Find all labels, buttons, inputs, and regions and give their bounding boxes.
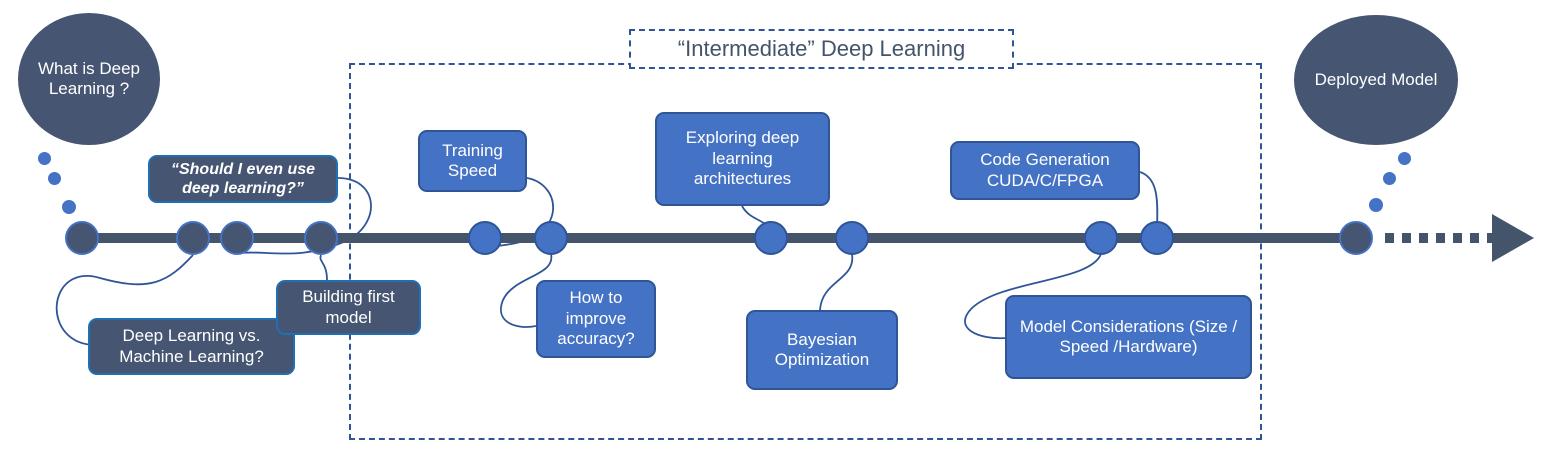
start-thought-bubble: What is Deep Learning ? <box>18 13 160 145</box>
region-title: “Intermediate” Deep Learning <box>629 29 1014 69</box>
thought-dot-end-2 <box>1383 172 1396 185</box>
callout-building-first-model[interactable]: Building first model <box>276 280 421 335</box>
region-title-label: “Intermediate” Deep Learning <box>677 36 966 61</box>
callout-training-speed[interactable]: Training Speed <box>418 130 527 192</box>
timeline-node-8[interactable] <box>835 221 869 255</box>
callout-code-generation[interactable]: Code Generation CUDA/C/FPGA <box>950 141 1140 200</box>
end-bubble-label: Deployed Model <box>1314 70 1438 90</box>
timeline-line <box>82 233 1358 243</box>
thought-dot-end-1 <box>1398 152 1411 165</box>
thought-dot-end-3 <box>1369 198 1383 212</box>
callout-bayesian-optimization[interactable]: Bayesian Optimization <box>746 310 898 390</box>
start-bubble-label: What is Deep Learning ? <box>37 59 141 98</box>
timeline-node-6[interactable] <box>534 221 568 255</box>
callout-model-considerations-label: Model Considerations (Size / Speed /Hard… <box>1019 316 1238 356</box>
timeline-node-3[interactable] <box>220 221 254 255</box>
callout-how-to-improve-accuracy[interactable]: How to improve accuracy? <box>536 280 656 358</box>
thought-dot-start-3 <box>62 200 76 214</box>
timeline-arrowhead-icon <box>1492 214 1534 262</box>
thought-dot-start-2 <box>48 172 61 185</box>
timeline-dotted-segment <box>1385 233 1493 243</box>
timeline-node-10[interactable] <box>1140 221 1174 255</box>
end-thought-bubble: Deployed Model <box>1294 15 1458 145</box>
callout-should-i-use-deep-learning-label: “Should I even use deep learning?” <box>170 160 316 197</box>
callout-how-to-improve-accuracy-label: How to improve accuracy? <box>557 288 635 349</box>
timeline-node-4[interactable] <box>304 221 338 255</box>
timeline-node-5[interactable] <box>468 221 502 255</box>
timeline-node-11[interactable] <box>1339 221 1373 255</box>
callout-exploring-architectures[interactable]: Exploring deep learning architectures <box>655 112 830 206</box>
callout-deep-learning-vs-machine-learning-label: Deep Learning vs. Machine Learning? <box>119 326 264 366</box>
callout-training-speed-label: Training Speed <box>442 140 503 180</box>
callout-exploring-architectures-label: Exploring deep learning architectures <box>685 128 800 189</box>
thought-dot-start-1 <box>38 152 51 165</box>
callout-model-considerations[interactable]: Model Considerations (Size / Speed /Hard… <box>1005 295 1252 379</box>
callout-should-i-use-deep-learning[interactable]: “Should I even use deep learning?” <box>148 155 338 203</box>
callout-deep-learning-vs-machine-learning[interactable]: Deep Learning vs. Machine Learning? <box>88 318 295 375</box>
timeline-node-2[interactable] <box>176 221 210 255</box>
callout-building-first-model-label: Building first model <box>302 287 395 327</box>
timeline-node-7[interactable] <box>754 221 788 255</box>
timeline-node-9[interactable] <box>1084 221 1118 255</box>
timeline-node-1[interactable] <box>65 221 99 255</box>
callout-code-generation-label: Code Generation CUDA/C/FPGA <box>980 150 1110 190</box>
callout-bayesian-optimization-label: Bayesian Optimization <box>774 329 870 369</box>
